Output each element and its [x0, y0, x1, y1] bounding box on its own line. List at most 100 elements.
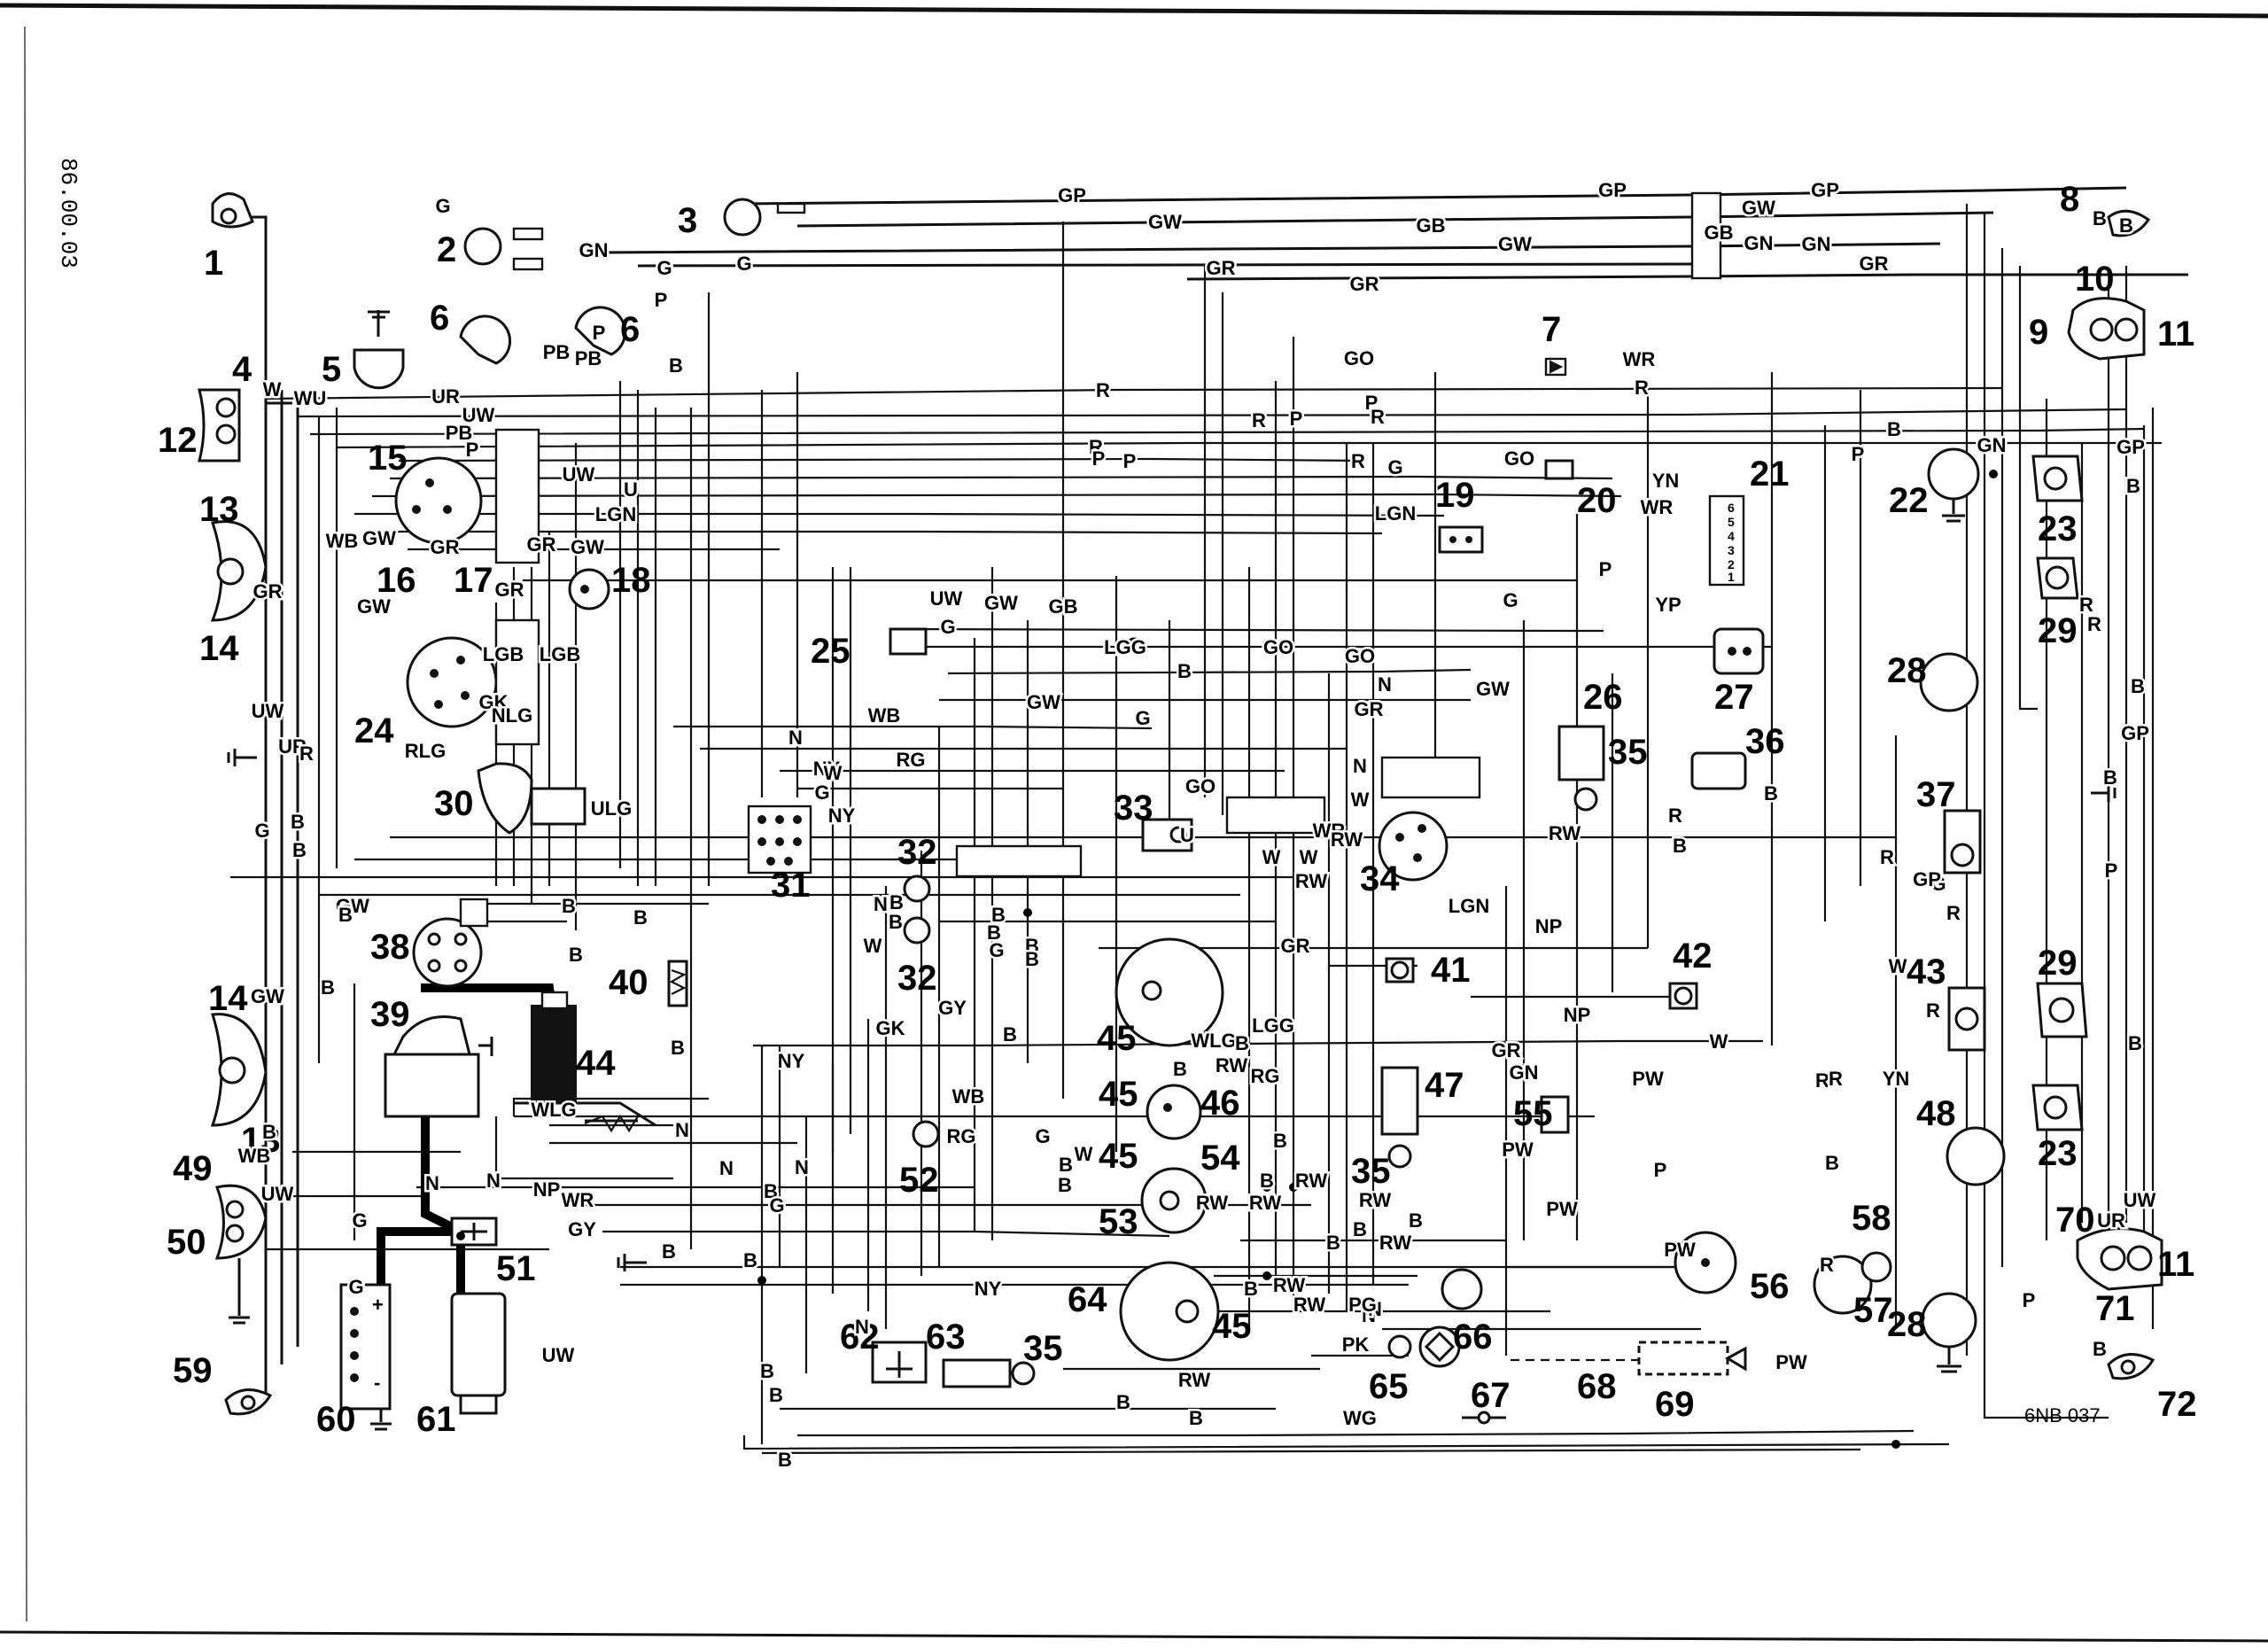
wire-code-label: B: [1173, 1058, 1187, 1080]
wire-code-label: G: [1035, 1125, 1050, 1147]
wire-code-label: U: [624, 478, 638, 501]
num-41: 41: [1431, 951, 1471, 990]
num-53: 53: [1099, 1202, 1138, 1241]
wire-code-label: GR: [431, 536, 460, 558]
horn-6-right: [574, 306, 627, 356]
num-10: 10: [2075, 260, 2115, 299]
num-26: 26: [1583, 678, 1623, 717]
wire-code-label: LGB: [540, 643, 580, 665]
num-66: 66: [1453, 1318, 1493, 1356]
num-47: 47: [1425, 1066, 1464, 1105]
wire-code-label: B: [1116, 1391, 1130, 1413]
wire-code-label: RW: [1196, 1192, 1228, 1214]
component-numbers: 1 2 3 4 5 6 6 7 8 9 10 11 12 13 14 15 16…: [158, 180, 2197, 1439]
wire-code-label: UR: [2097, 1209, 2125, 1232]
wire-code-label: GN: [1802, 233, 1831, 255]
num-62: 62: [840, 1318, 880, 1356]
wire-code-label: B: [562, 895, 576, 917]
wire-code-label: N: [855, 1316, 869, 1338]
component-55: [1540, 1095, 1570, 1134]
wire-code-label: B: [262, 1121, 276, 1143]
wire-code-label: PB: [543, 341, 571, 363]
component-47: [1380, 1066, 1419, 1136]
component-5: [353, 310, 405, 390]
wire-code-label: B: [1235, 1032, 1249, 1054]
wire-code-label: N: [719, 1157, 734, 1179]
wire-code-label: W: [1300, 846, 1318, 868]
num-6b: 6: [620, 310, 640, 349]
wire-code-label: R: [1946, 902, 1961, 924]
num-4: 4: [232, 350, 252, 389]
wire-code-label: RG: [897, 749, 926, 771]
connector-31: [747, 805, 812, 875]
lamp-49-50: [214, 1184, 268, 1325]
num-11a: 11: [2157, 315, 2194, 354]
num-18: 18: [611, 561, 651, 600]
wire-code-label: G: [1135, 707, 1150, 729]
num-28b: 28: [1887, 1305, 1927, 1344]
wire-code-label: B: [338, 904, 353, 926]
wire-code-label: GB: [1417, 214, 1446, 237]
components: 6 5 4 3 2 1: [198, 192, 2163, 1449]
num-40: 40: [609, 963, 649, 1002]
wire-code-label: NP: [1535, 915, 1563, 937]
num-13b: 13: [241, 1121, 281, 1160]
wire-code-label: B: [2093, 1338, 2107, 1360]
num-35a: 35: [1608, 733, 1648, 772]
wire-code-label: R: [1926, 999, 1940, 1022]
wire-code-label: NY: [778, 1050, 805, 1072]
wire-code-label: LGG: [1252, 1014, 1294, 1037]
wire-code-label: P: [1599, 558, 1612, 580]
component-39: [384, 1015, 493, 1118]
wire-code-label: R: [2087, 613, 2101, 635]
wire-code-label: UW: [462, 404, 495, 426]
wire-code-label: UR: [431, 385, 460, 408]
wire-code-label: G: [1930, 873, 1946, 895]
wire-code-label: N: [795, 1156, 809, 1178]
component-37: [1943, 809, 1982, 875]
num-54: 54: [1200, 1139, 1240, 1178]
wire-code-label: R: [1096, 379, 1110, 401]
wire-code-label: GO: [1345, 645, 1375, 667]
connector-gb: [1690, 191, 1722, 280]
lamp-8: [2107, 209, 2151, 237]
wire-code-label: GO: [1185, 775, 1216, 797]
num-44: 44: [576, 1044, 616, 1083]
wire-code-label: B: [1887, 418, 1901, 440]
connector-central-right: [1225, 796, 1326, 835]
wire-code-label: WR: [1313, 820, 1346, 842]
wire-code-label: RW: [1295, 1170, 1327, 1192]
num-35b: 35: [1351, 1152, 1391, 1191]
component-56: [1674, 1231, 1737, 1294]
num-58: 58: [1852, 1199, 1891, 1238]
wire-code-label: RW: [1249, 1192, 1281, 1214]
num-5: 5: [322, 350, 341, 389]
wire-code-label: LGG: [1104, 636, 1146, 658]
wire-code-label: B: [1025, 935, 1039, 957]
wire-code-label: GB: [1049, 595, 1078, 618]
num-65: 65: [1369, 1367, 1409, 1406]
wire-code-label: G: [1503, 589, 1518, 611]
rear-lamp-11-lower: [2076, 1227, 2163, 1291]
component-69: [1511, 1341, 1747, 1376]
component-18: [568, 568, 610, 610]
wire-code-label: UW: [2124, 1189, 2156, 1211]
wire-code-label: P: [1852, 443, 1865, 465]
lamp-52: [912, 1120, 940, 1148]
wire-code-label: GP: [1811, 179, 1839, 201]
wire-code-label: B: [1825, 1152, 1839, 1174]
wire-code-label: R: [2079, 594, 2093, 616]
wire-code-label: RW: [1178, 1369, 1210, 1391]
wire-code-label: B: [764, 1180, 778, 1202]
num-55: 55: [1513, 1094, 1553, 1133]
wire-code-label: B: [1273, 1130, 1287, 1152]
wire-code-label: W: [1351, 789, 1370, 811]
coil-44: [514, 991, 656, 1133]
wire-code-label: RW: [1295, 870, 1327, 892]
wire-code-label: B: [569, 944, 583, 966]
horn-6-left: [459, 315, 512, 365]
wire-code-label: R: [1252, 409, 1266, 431]
wire-code-label: B: [778, 1449, 792, 1471]
wire-code-label: G: [1387, 456, 1402, 478]
terminal-3: 3: [1728, 543, 1735, 557]
